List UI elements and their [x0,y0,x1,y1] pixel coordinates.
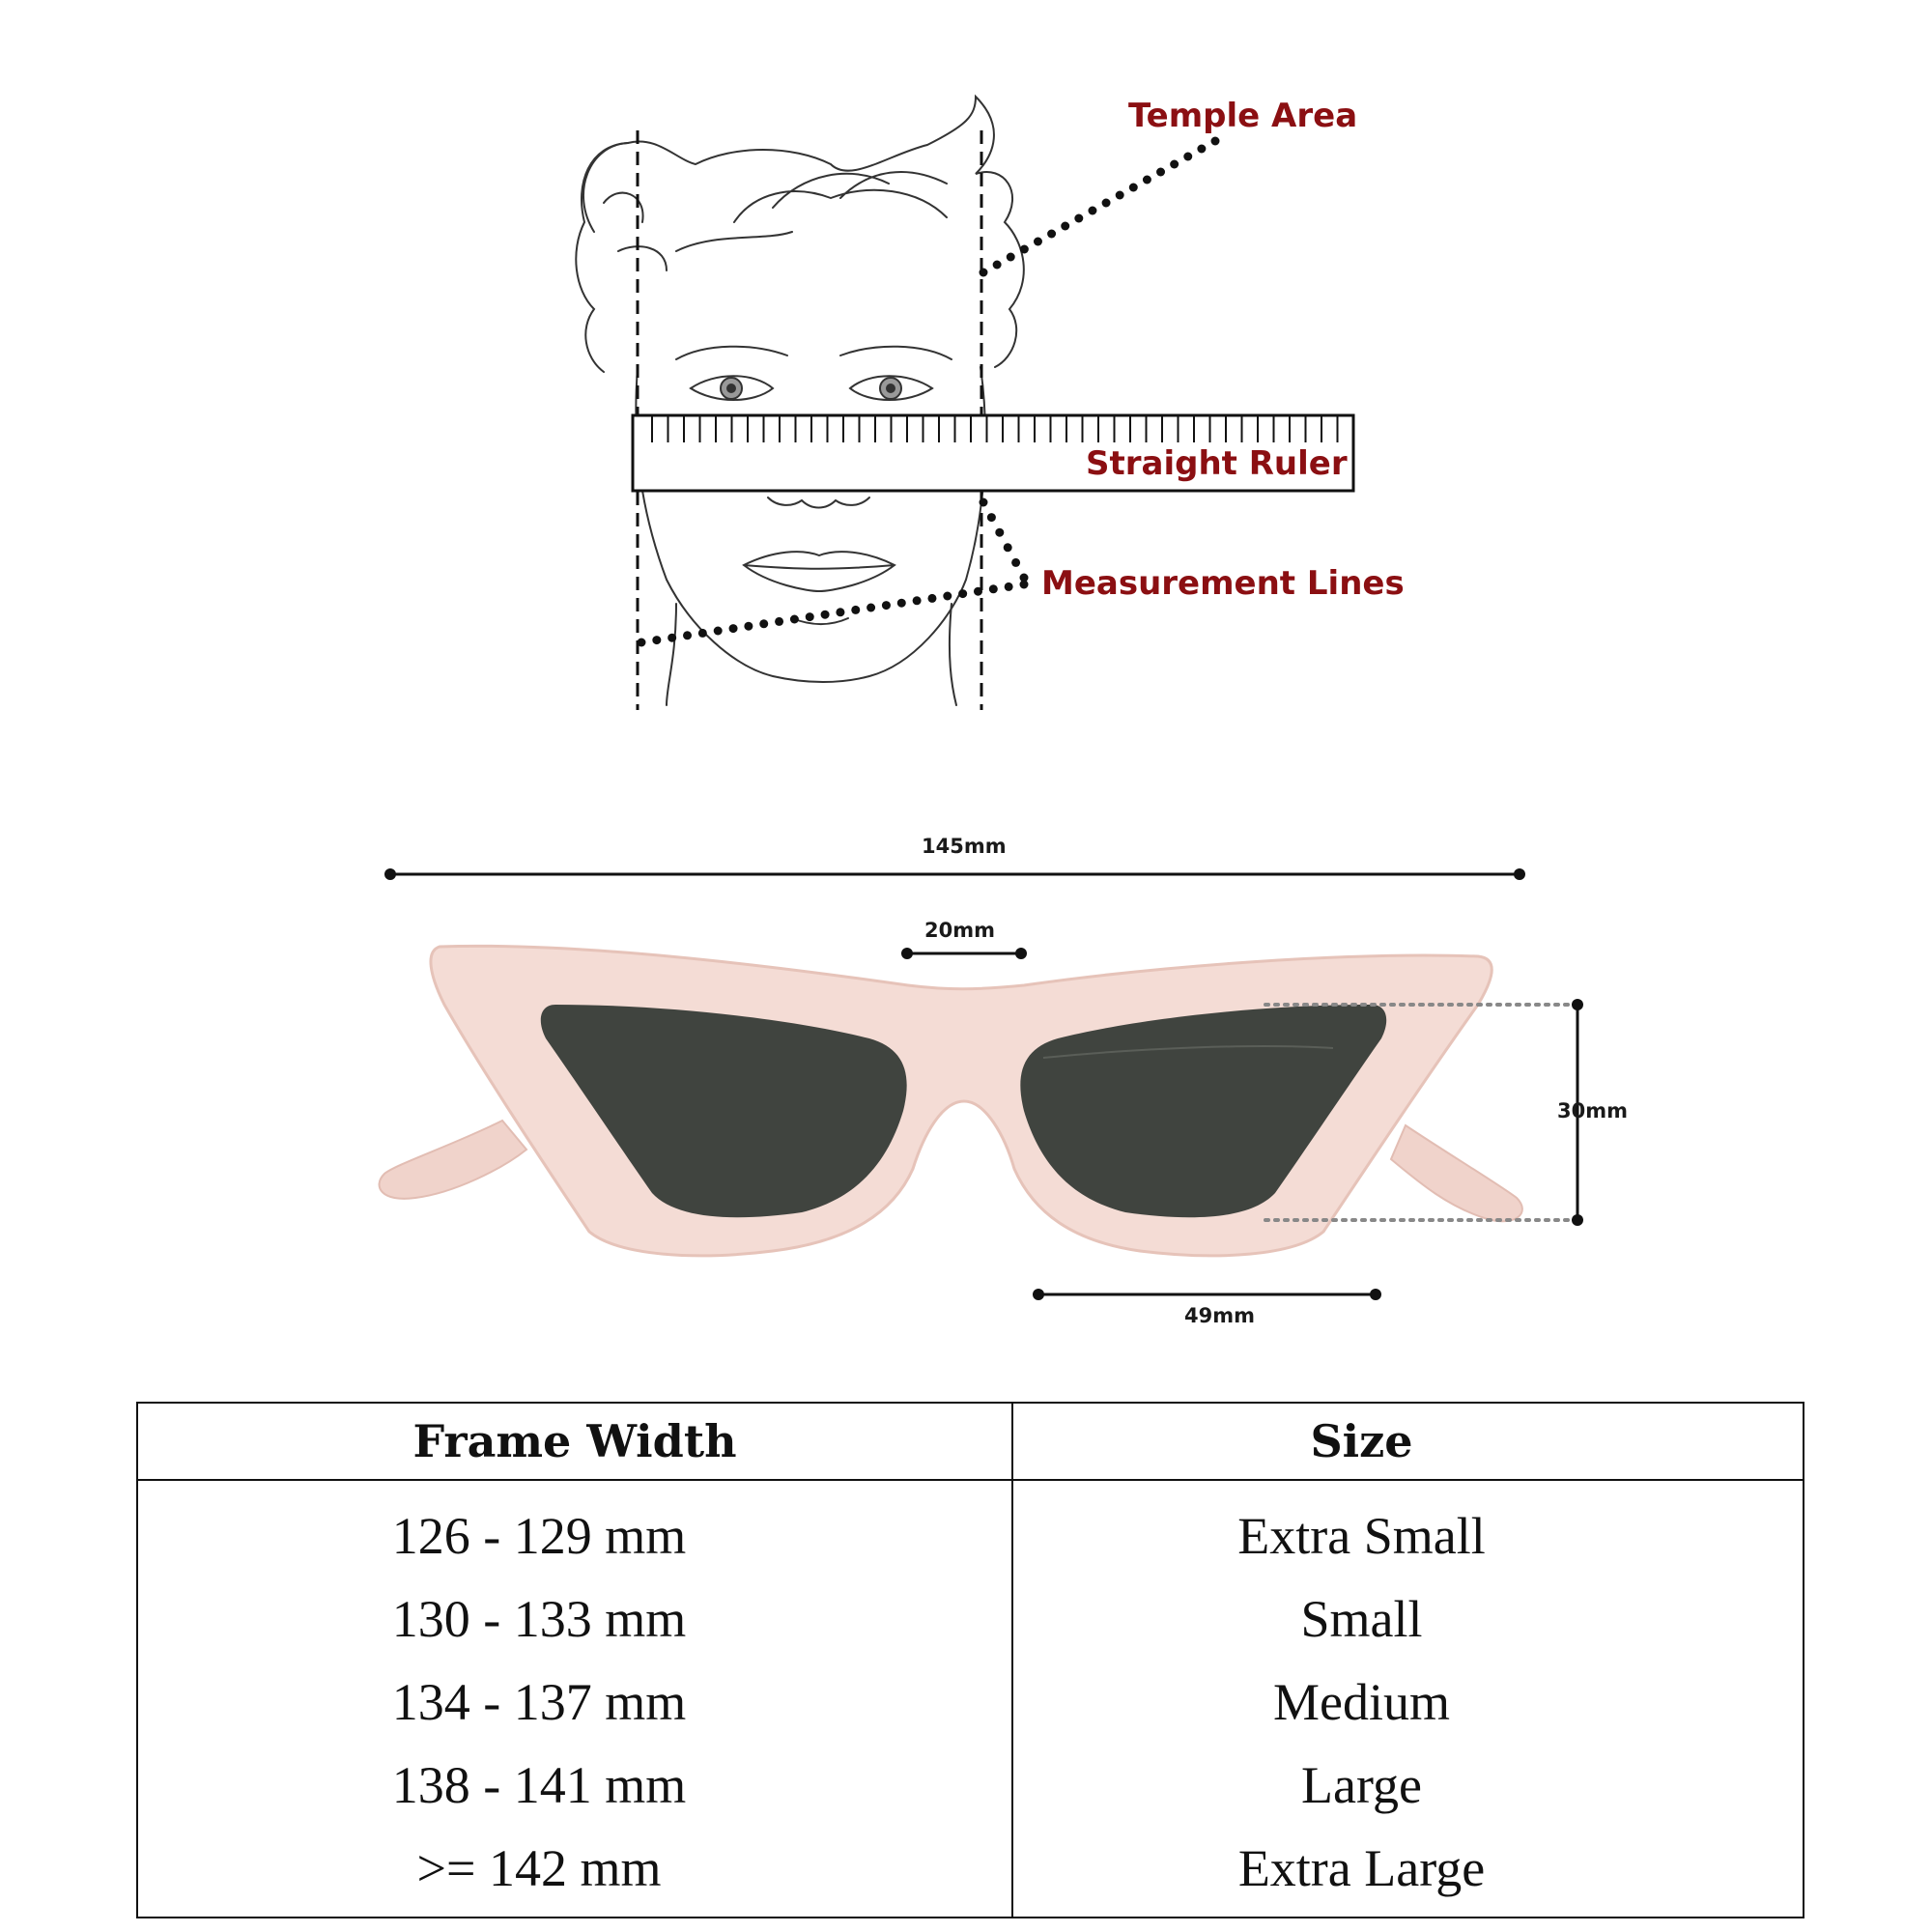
dotted-pointer-lines [637,136,1220,647]
lens-width-value: 49mm [1184,1304,1255,1327]
temple-area-label: Temple Area [1128,97,1358,135]
left-eye [689,375,775,401]
left-lens [540,1005,907,1218]
left-eyebrow [675,345,788,360]
straight-ruler [631,413,1355,493]
neck-outline [666,603,957,706]
hair-top-strands [675,171,948,252]
table-row-2-width: 130 - 133 mm [391,1590,687,1648]
table-row-3-size: Medium [1273,1673,1450,1731]
table-row-5-width: >= 142 mm [416,1839,662,1897]
frame-size-table: Frame Width Size 126 - 129 mm Extra Smal… [136,1402,1804,1918]
table-row-1-width: 126 - 129 mm [391,1507,687,1565]
right-lens [1020,1005,1387,1218]
face-outline [635,366,986,683]
measurement-lines-label: Measurement Lines [1041,564,1405,603]
table-row-4-width: 138 - 141 mm [391,1756,687,1814]
mouth [742,551,896,593]
right-eyebrow [839,345,952,360]
hair-left-curls [575,142,668,373]
table-header-divider [138,1479,1803,1481]
straight-ruler-label: Straight Ruler [1086,444,1348,483]
total-width-value: 145mm [922,835,1007,858]
header-frame-width: Frame Width [412,1415,737,1467]
header-size: Size [1310,1415,1413,1467]
right-eye [848,375,934,401]
left-temple-arm [378,1119,528,1200]
bridge-width-value: 20mm [924,919,995,942]
table-row-2-size: Small [1300,1590,1423,1648]
table-column-divider [1011,1404,1013,1917]
table-row-3-width: 134 - 137 mm [391,1673,687,1731]
ruler-ticks [651,415,1339,442]
table-row-4-size: Large [1301,1756,1422,1814]
right-temple-arm [1389,1123,1523,1223]
table-row-5-size: Extra Large [1237,1839,1486,1897]
nose [767,497,870,509]
table-row-1-size: Extra Small [1237,1507,1486,1565]
lens-height-value: 30mm [1557,1099,1628,1122]
